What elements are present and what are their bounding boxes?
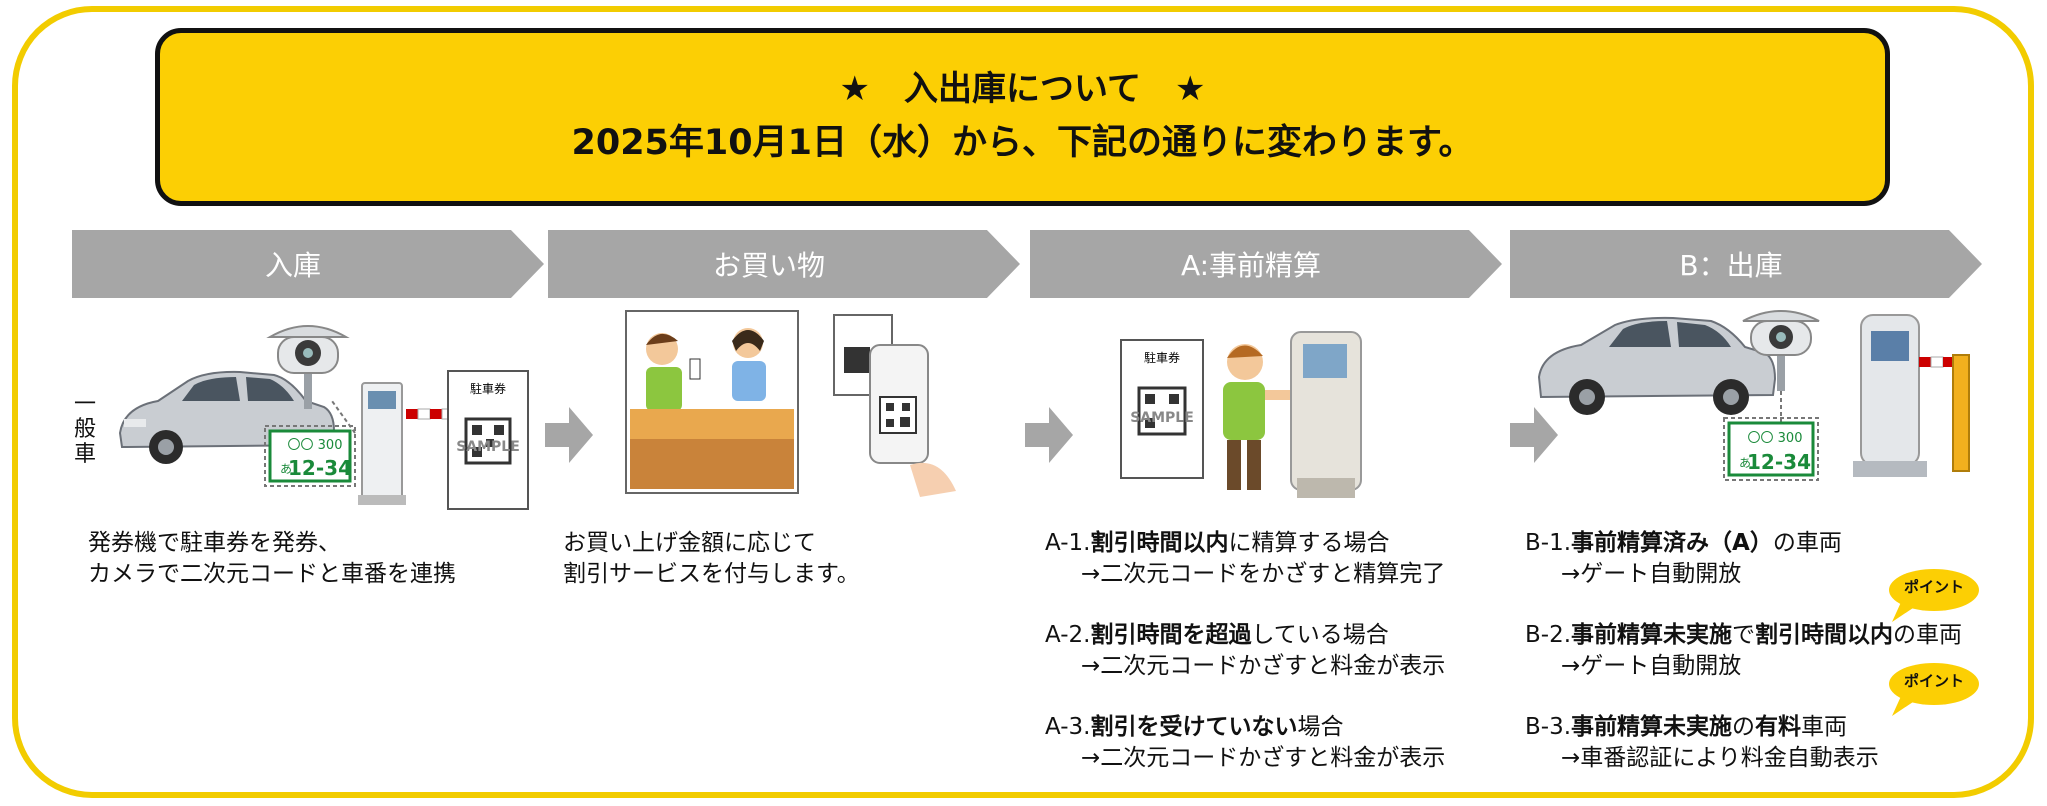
prepay-case-a2: A-2.割引時間を超過している場合 →二次元コードかざすと料金が表示 xyxy=(1045,622,1446,679)
svg-text:12-34: 12-34 xyxy=(288,456,352,480)
headline-title: ★ 入出庫について ★ xyxy=(839,69,1206,109)
step-prepay-header: A:事前精算 xyxy=(1030,230,1502,298)
prepay-illustration: 駐車券 SAMPLE xyxy=(1120,331,1362,498)
shopping-illustration xyxy=(625,310,956,497)
speech-bubble-icon xyxy=(1889,569,1979,622)
headline-banner: ★ 入出庫について ★ 2025年10月1日（水）から、下記の通りに変わります。 xyxy=(155,28,1890,206)
exit-machine-icon xyxy=(1853,314,1927,477)
smartphone-qr-icon xyxy=(869,344,956,497)
car-icon xyxy=(1537,316,1777,415)
svg-text:SAMPLE: SAMPLE xyxy=(456,439,520,455)
step-shopping-header: お買い物 xyxy=(548,230,1020,298)
flow-arrow-icon xyxy=(1510,407,1558,463)
svg-text:あ: あ xyxy=(280,462,292,476)
flow-arrow-icon xyxy=(1025,407,1073,463)
prepay-case-a3: A-3.割引を受けていない場合 →二次元コードかざすと料金が表示 xyxy=(1045,714,1446,771)
ticket-machine-icon xyxy=(358,382,406,505)
car-icon xyxy=(118,370,336,464)
cashier-counter-icon xyxy=(625,310,799,494)
parking-ticket-icon: 駐車券 SAMPLE xyxy=(1120,339,1204,479)
camera-icon xyxy=(1742,310,1820,391)
svg-text:〇〇 300: 〇〇 300 xyxy=(288,438,343,453)
camera-icon xyxy=(266,325,350,409)
license-plate-icon: 〇〇 300 あ 12-34 xyxy=(264,425,356,487)
prepay-case-a1: A-1.割引時間以内に精算する場合 →二次元コードをかざすと精算完了 xyxy=(1045,530,1446,587)
step-exit-header: B：出庫 xyxy=(1510,230,1982,298)
entry-illustration: 〇〇 300 あ 12-34 駐車券 SAMPLE xyxy=(118,325,529,510)
license-plate-icon: 〇〇 300 あ 12-34 xyxy=(1723,417,1819,481)
gate-barrier-icon xyxy=(1919,354,1970,472)
step-entry-header: 入庫 xyxy=(72,230,544,298)
exit-case-b2: B-2.事前精算未実施で割引時間以内の車両 →ゲート自動開放 xyxy=(1525,622,1963,679)
svg-text:あ: あ xyxy=(1739,456,1751,470)
prepay-description: A-1.割引時間以内に精算する場合 →二次元コードをかざすと精算完了 A-2.割… xyxy=(1045,528,1445,804)
entry-description: 発券機で駐車券を発券、 カメラで二次元コードと車番を連携 xyxy=(88,530,456,587)
svg-text:SAMPLE: SAMPLE xyxy=(1130,410,1194,426)
svg-text:駐車券: 駐車券 xyxy=(470,381,506,396)
point-badge: ポイント xyxy=(1888,662,1980,722)
general-vehicle-label: 一 般 車 xyxy=(73,392,96,467)
svg-text:〇〇 300: 〇〇 300 xyxy=(1748,431,1803,446)
svg-text:12-34: 12-34 xyxy=(1747,450,1811,474)
exit-case-b1: B-1.事前精算済み（A）の車両 →ゲート自動開放 xyxy=(1525,530,1842,587)
headline-subtitle: 2025年10月1日（水）から、下記の通りに変わります。 xyxy=(571,123,1474,163)
customer-icon xyxy=(1223,344,1291,490)
exit-illustration: 〇〇 300 あ 12-34 xyxy=(1537,310,1970,481)
flow-arrow-icon xyxy=(545,407,593,463)
svg-text:駐車券: 駐車券 xyxy=(1144,350,1180,365)
exit-description: B-1.事前精算済み（A）の車両 →ゲート自動開放 B-2.事前精算未実施で割引… xyxy=(1525,528,1962,804)
exit-case-b3: B-3.事前精算未実施の有料車両 →車番認証により料金自動表示 xyxy=(1525,714,1879,771)
shopping-description: お買い上げ金額に応じて 割引サービスを付与します。 xyxy=(563,530,860,587)
speech-bubble-icon xyxy=(1889,663,1979,716)
parking-ticket-icon: 駐車券 SAMPLE xyxy=(447,370,529,510)
payment-machine-icon xyxy=(1290,331,1362,498)
point-badge: ポイント xyxy=(1888,568,1980,628)
